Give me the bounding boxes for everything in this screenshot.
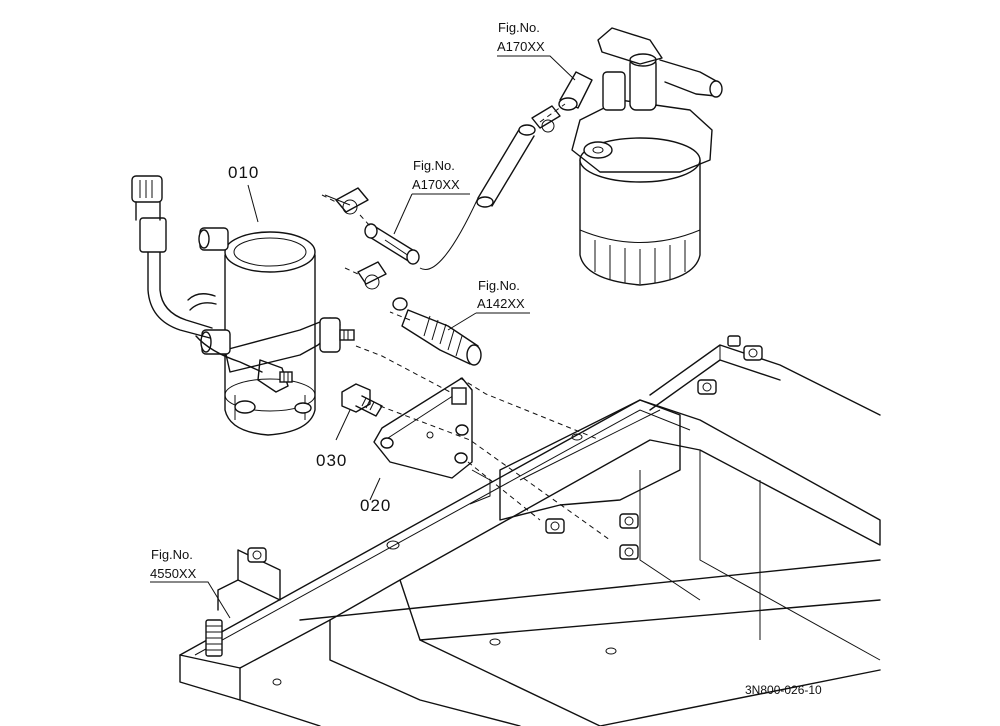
- callout-010: 010: [228, 163, 259, 182]
- mounting-bracket: [373, 377, 473, 479]
- fuel-filter: [558, 27, 723, 286]
- frame-nuts: [247, 335, 763, 563]
- fuel-pump: [131, 175, 355, 436]
- fig-ref-number-3: A142XX: [477, 296, 525, 311]
- fig-ref-number-1: A170XX: [497, 39, 545, 54]
- fig-ref-prefix-3: Fig.No.: [478, 278, 520, 293]
- fig-ref-prefix-1: Fig.No.: [498, 20, 540, 35]
- fuel-hose-middle: [321, 187, 479, 311]
- threaded-stud: [205, 619, 223, 657]
- drawing-code: 3N800-026-10: [745, 683, 822, 697]
- fig-ref-number-2: A170XX: [412, 177, 460, 192]
- callout-030: 030: [316, 451, 347, 470]
- assembly-lines: [355, 345, 611, 541]
- fig-ref-prefix-4: Fig.No.: [151, 547, 193, 562]
- callout-020: 020: [360, 496, 391, 515]
- chassis-frame: [179, 344, 881, 726]
- fig-ref-number-4: 4550XX: [150, 566, 197, 581]
- fig-ref-prefix-2: Fig.No.: [413, 158, 455, 173]
- leader-lines: [150, 55, 576, 619]
- fuel-hose-upper: [476, 103, 566, 208]
- spring-hose-fitting: [389, 309, 482, 366]
- hex-bolt: [341, 383, 383, 417]
